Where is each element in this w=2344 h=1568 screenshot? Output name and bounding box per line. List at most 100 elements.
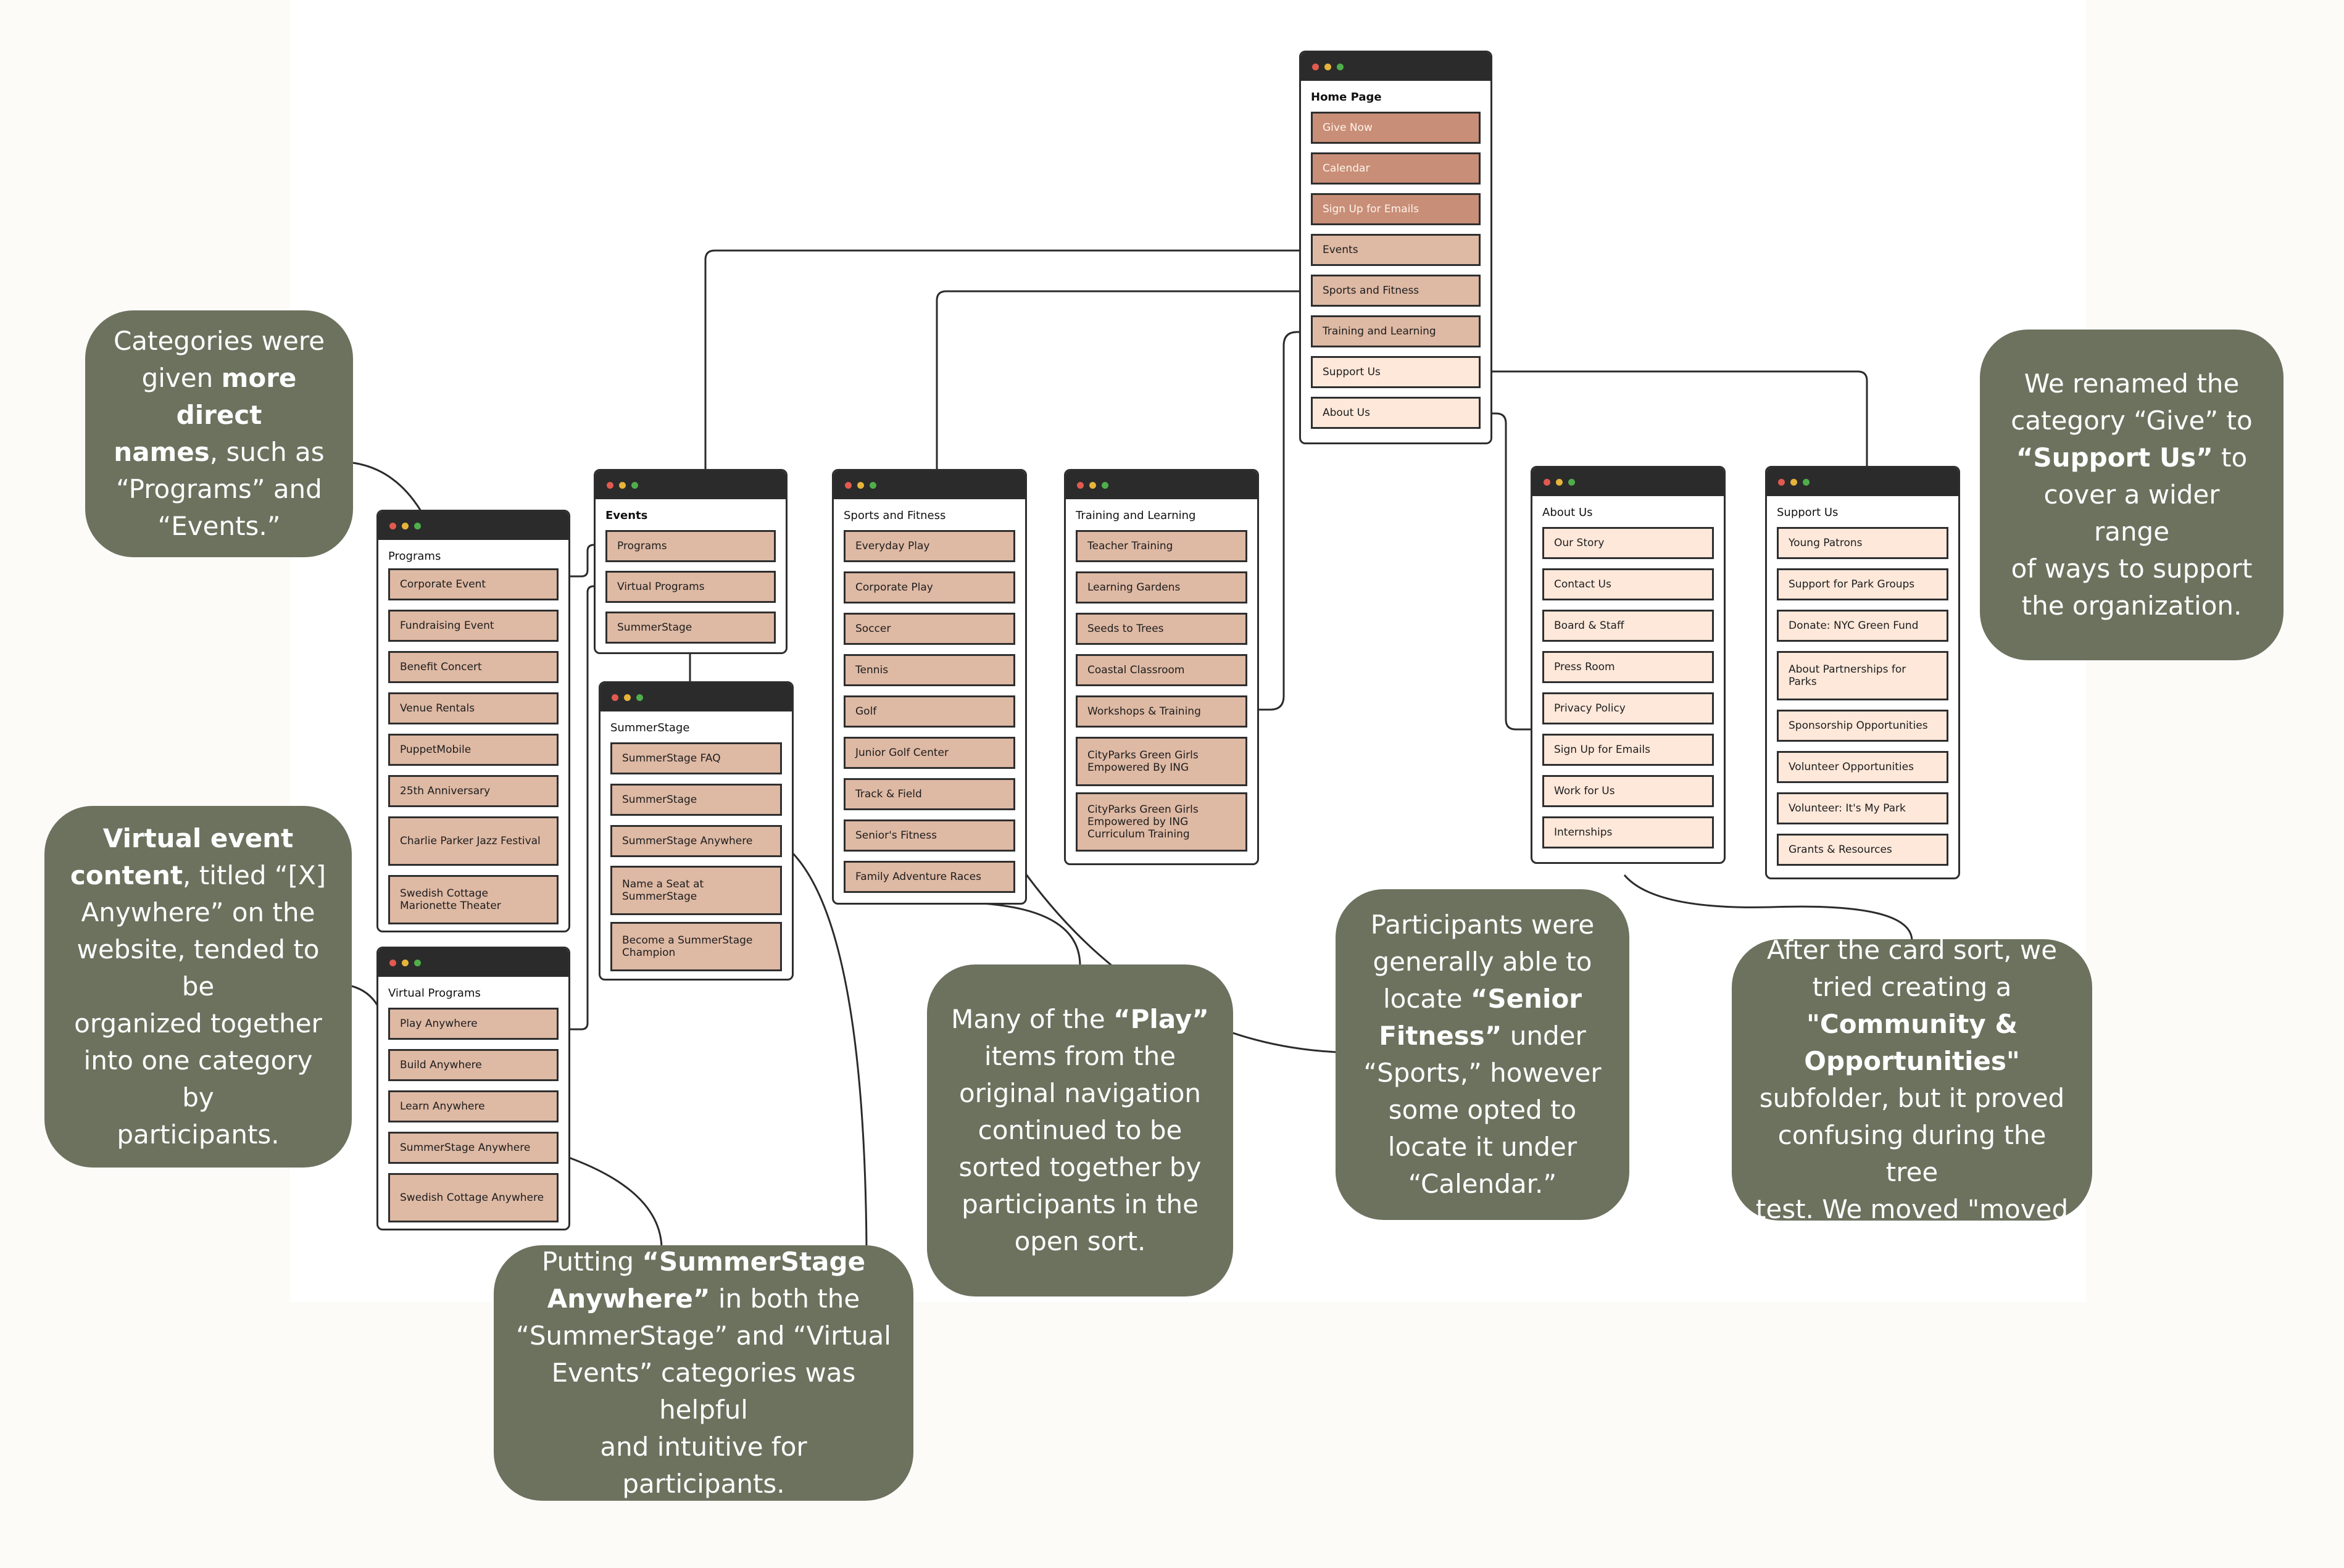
sports-menu-item-corporate-play[interactable]: Corporate Play [844, 571, 1015, 604]
about-menu-item-press-room[interactable]: Press Room [1542, 651, 1714, 683]
home-menu-item-events[interactable]: Events [1311, 234, 1481, 266]
note-text: After the card sort, we tried creating a… [1754, 932, 2070, 1228]
sports-menu-item-family-adventure-races[interactable]: Family Adventure Races [844, 861, 1015, 893]
home-menu-item-training-and-learning[interactable]: Training and Learning [1311, 315, 1481, 347]
menu-item-label: Support for Park Groups [1789, 578, 1915, 591]
programs-menu-item-puppetmobile[interactable]: PuppetMobile [388, 734, 559, 766]
about-menu-item-our-story[interactable]: Our Story [1542, 527, 1714, 559]
menu-item-label: SummerStage Anywhere [622, 835, 753, 847]
note-community: After the card sort, we tried creating a… [1732, 935, 2092, 1224]
maximize-dot-icon [636, 694, 643, 701]
virtual-menu-item-play-anywhere[interactable]: Play Anywhere [388, 1008, 559, 1040]
home-menu-item-calendar[interactable]: Calendar [1311, 152, 1481, 185]
home-menu-item-sports-and-fitness[interactable]: Sports and Fitness [1311, 275, 1481, 307]
note-text: We renamed the category “Give” to “Suppo… [2002, 365, 2261, 624]
support-menu-item-young-patrons[interactable]: Young Patrons [1777, 527, 1948, 559]
virtual-menu-item-learn-anywhere[interactable]: Learn Anywhere [388, 1090, 559, 1122]
menu-item-label: Build Anywhere [400, 1059, 482, 1071]
virtual-menu-item-summerstage-anywhere[interactable]: SummerStage Anywhere [388, 1132, 559, 1164]
virtual-menu-item-swedish-cottage-anywhere[interactable]: Swedish Cottage Anywhere [388, 1173, 559, 1222]
sports-menu-item-tennis[interactable]: Tennis [844, 654, 1015, 686]
home-menu-item-sign-up-for-emails[interactable]: Sign Up for Emails [1311, 193, 1481, 225]
sports-menu-item-everyday-play[interactable]: Everyday Play [844, 530, 1015, 562]
summerstage-menu-item-summerstage-anywhere[interactable]: SummerStage Anywhere [610, 825, 782, 857]
menu-item-label: SummerStage [622, 794, 697, 806]
about-menu-item-work-for-us[interactable]: Work for Us [1542, 775, 1714, 807]
training-menu-item-teacher-training[interactable]: Teacher Training [1076, 530, 1247, 562]
note-text: Many of the “Play” items from the origin… [951, 1001, 1209, 1260]
note-virtual-content: Virtual event content, titled “[X] Anywh… [44, 806, 352, 1168]
events-menu-item-summerstage[interactable]: SummerStage [605, 612, 776, 644]
sports-menu-item-golf[interactable]: Golf [844, 695, 1015, 728]
menu-item-label: Virtual Programs [617, 581, 705, 593]
minimize-dot-icon [624, 694, 631, 701]
menu-item-label: Donate: NYC Green Fund [1789, 620, 1919, 632]
home-menu-item-support-us[interactable]: Support Us [1311, 356, 1481, 388]
minimize-dot-icon [619, 482, 626, 489]
training-menu-item-coastal-classroom[interactable]: Coastal Classroom [1076, 654, 1247, 686]
training-menu-item-cityparks-green-girls-empowered-by-ing-curriculum-training[interactable]: CityParks Green Girls Empowered by ING C… [1076, 792, 1247, 852]
menu-item-label: Name a Seat at SummerStage [622, 878, 704, 903]
minimize-dot-icon [1790, 479, 1797, 486]
window-titlebar [1301, 52, 1490, 81]
minimize-dot-icon [402, 523, 409, 529]
support-menu-item-grants-resources[interactable]: Grants & Resources [1777, 834, 1948, 866]
about-menu-item-sign-up-for-emails[interactable]: Sign Up for Emails [1542, 734, 1714, 766]
programs-menu-item-25th-anniversary[interactable]: 25th Anniversary [388, 775, 559, 807]
close-dot-icon [389, 960, 396, 966]
menu-item-label: Volunteer Opportunities [1789, 761, 1914, 773]
menu-item-label: Venue Rentals [400, 702, 475, 715]
menu-item-label: Soccer [855, 623, 891, 635]
training-menu-item-workshops-training[interactable]: Workshops & Training [1076, 695, 1247, 728]
window-titlebar [1532, 468, 1724, 496]
sports-menu-item-track-field[interactable]: Track & Field [844, 778, 1015, 810]
programs-menu-item-charlie-parker-jazz-festival[interactable]: Charlie Parker Jazz Festival [388, 816, 559, 866]
programs-menu-item-fundraising-event[interactable]: Fundraising Event [388, 610, 559, 642]
programs-menu-item-corporate-event[interactable]: Corporate Event [388, 568, 559, 600]
note-run: Many of the [951, 1004, 1114, 1034]
sports-menu-item-soccer[interactable]: Soccer [844, 613, 1015, 645]
note-run: subfolder, but it proved confusing durin… [1755, 1083, 2069, 1224]
support-menu-item-about-partnerships-for-parks[interactable]: About Partnerships for Parks [1777, 651, 1948, 700]
training-menu-item-learning-gardens[interactable]: Learning Gardens [1076, 571, 1247, 604]
programs-menu-item-benefit-concert[interactable]: Benefit Concert [388, 651, 559, 683]
support-menu-item-sponsorship-opportunities[interactable]: Sponsorship Opportunities [1777, 710, 1948, 742]
training-menu-item-cityparks-green-girls-empowered-by-ing[interactable]: CityParks Green Girls Empowered By ING [1076, 737, 1247, 786]
minimize-dot-icon [1324, 64, 1331, 70]
connector-events-programs [569, 544, 605, 578]
support-menu-item-volunteer-opportunities[interactable]: Volunteer Opportunities [1777, 751, 1948, 783]
programs-menu-item-swedish-cottage-marionette-theater[interactable]: Swedish Cottage Marionette Theater [388, 875, 559, 924]
training-menu-item-seeds-to-trees[interactable]: Seeds to Trees [1076, 613, 1247, 645]
about-menu-item-board-staff[interactable]: Board & Staff [1542, 610, 1714, 642]
about-menu-item-contact-us[interactable]: Contact Us [1542, 568, 1714, 600]
note-emphasis: more direct names [114, 363, 297, 467]
support-menu-item-support-for-park-groups[interactable]: Support for Park Groups [1777, 568, 1948, 600]
home-menu-item-about-us[interactable]: About Us [1311, 397, 1481, 429]
menu-item-label: Track & Field [855, 788, 922, 800]
programs-menu-item-venue-rentals[interactable]: Venue Rentals [388, 692, 559, 724]
summerstage-menu-item-become-a-summerstage-champion[interactable]: Become a SummerStage Champion [610, 922, 782, 971]
summerstage-menu-item-summerstage[interactable]: SummerStage [610, 784, 782, 816]
support-menu-item-volunteer-it-s-my-park[interactable]: Volunteer: It's My Park [1777, 792, 1948, 824]
summerstage-menu-item-summerstage-faq[interactable]: SummerStage FAQ [610, 742, 782, 774]
window-titlebar [378, 948, 568, 977]
virtual-menu-item-build-anywhere[interactable]: Build Anywhere [388, 1049, 559, 1081]
note-run: After the card sort, we tried creating a [1766, 935, 2058, 1002]
support-menu-item-donate-nyc-green-fund[interactable]: Donate: NYC Green Fund [1777, 610, 1948, 642]
home-menu-item-give-now[interactable]: Give Now [1311, 112, 1481, 144]
sports-menu-item-junior-golf-center[interactable]: Junior Golf Center [844, 737, 1015, 769]
about-menu-item-privacy-policy[interactable]: Privacy Policy [1542, 692, 1714, 724]
window-titlebar [1066, 471, 1257, 499]
sports-menu-item-senior-s-fitness[interactable]: Senior's Fitness [844, 819, 1015, 852]
menu-item-label: Training and Learning [1323, 325, 1436, 338]
summerstage-menu-item-name-a-seat-at-summerstage[interactable]: Name a Seat at SummerStage [610, 866, 782, 915]
window-titlebar [596, 471, 786, 499]
events-menu-item-programs[interactable]: Programs [605, 530, 776, 562]
menu-item-label: Board & Staff [1554, 620, 1624, 632]
events-menu-item-virtual-programs[interactable]: Virtual Programs [605, 571, 776, 603]
connector-home-sports [936, 290, 1313, 470]
about-menu-item-internships[interactable]: Internships [1542, 816, 1714, 848]
